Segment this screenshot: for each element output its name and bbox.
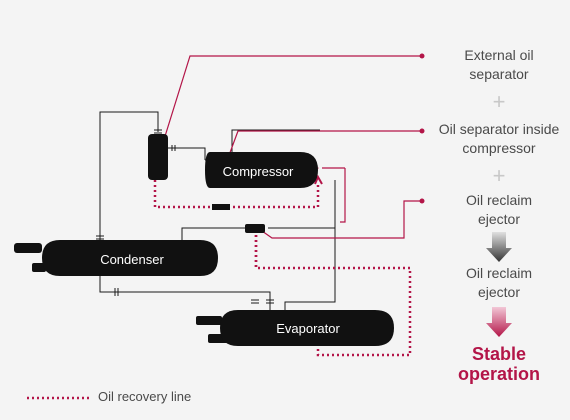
condenser: Condenser [14,240,218,276]
evaporator-label: Evaporator [276,321,340,336]
compressor-label: Compressor [223,164,294,179]
plus-icon: + [492,163,506,188]
plus-icon: + [492,89,506,114]
legend-label: Oil recovery line [98,389,192,404]
oil-return-arrow [314,174,323,185]
external-oil-separator [148,134,168,180]
condenser-label: Condenser [100,252,164,267]
refrigerant-piping [96,111,336,312]
annotation-lines [156,55,422,239]
arrow-down-red-icon [486,307,512,337]
oil-recovery-lines [153,180,412,357]
oil-reclaim-ejector [212,204,265,233]
evaporator: Evaporator [196,310,394,346]
compressor: Compressor [205,152,318,188]
arrow-down-gray-icon [486,232,512,262]
